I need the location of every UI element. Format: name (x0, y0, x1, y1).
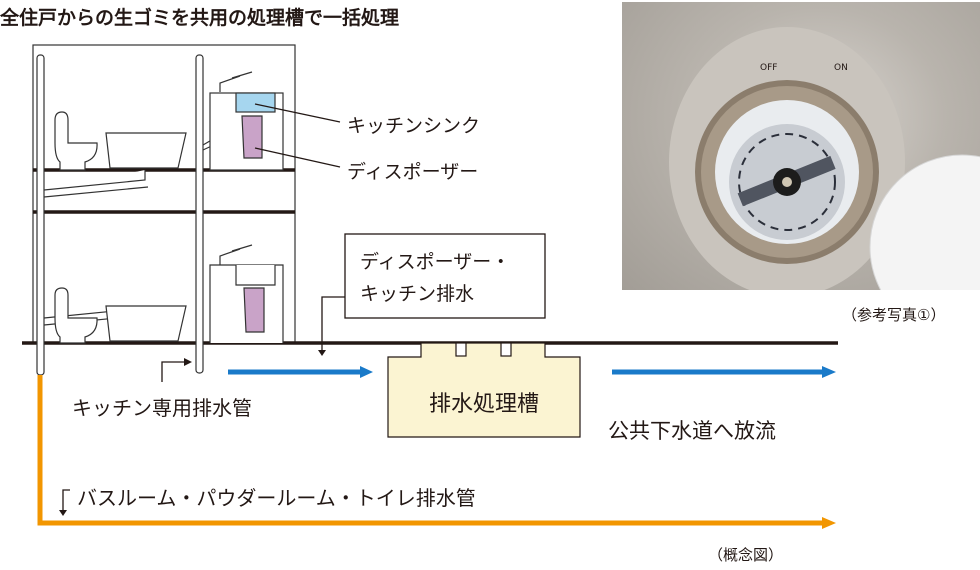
upper-fixtures (54, 71, 284, 171)
bath-pipe-pointer (62, 489, 70, 512)
bath-flow-arrow (37, 375, 836, 529)
photo-on-label: ON (834, 63, 848, 73)
bath-pipe-label: バスルーム・パウダールーム・トイレ排水管 (77, 486, 476, 510)
kitchen-sink-label: キッチンシンク (347, 115, 480, 137)
discharge-flow-arrow (612, 366, 836, 378)
kitchen-pipe-label: キッチン専用排水管 (72, 396, 252, 420)
tank-label: 排水処理槽 (429, 392, 539, 417)
photo-off-label: OFF (760, 63, 777, 73)
kitchen-flow-arrow (228, 366, 373, 378)
treatment-tank: 排水処理槽 (387, 342, 581, 438)
diagram-title: 全住戸からの生ゴミを共用の処理槽で一括処理 (0, 6, 399, 29)
drain-box-line2: キッチン排水 (360, 283, 474, 305)
photo-caption: （参考写真①） (842, 306, 945, 324)
disposer-label: ディスポーザー (347, 161, 478, 183)
reference-photo-disposer: OFF ON (622, 2, 980, 290)
kitchen-pipe-pointer (161, 361, 186, 382)
drain-label-box: ディスポーザー・ キッチン排水 (318, 233, 546, 356)
sink-leader-line (254, 103, 341, 123)
drain-box-line1: ディスポーザー・ (360, 251, 510, 273)
concept-diagram-note: （概念図） (708, 546, 783, 564)
lower-fixtures (54, 244, 284, 344)
disposer-leader-line (254, 147, 341, 168)
vertical-pipes (36, 54, 219, 376)
discharge-label: 公共下水道へ放流 (608, 419, 776, 443)
disposer-lid (869, 154, 980, 290)
